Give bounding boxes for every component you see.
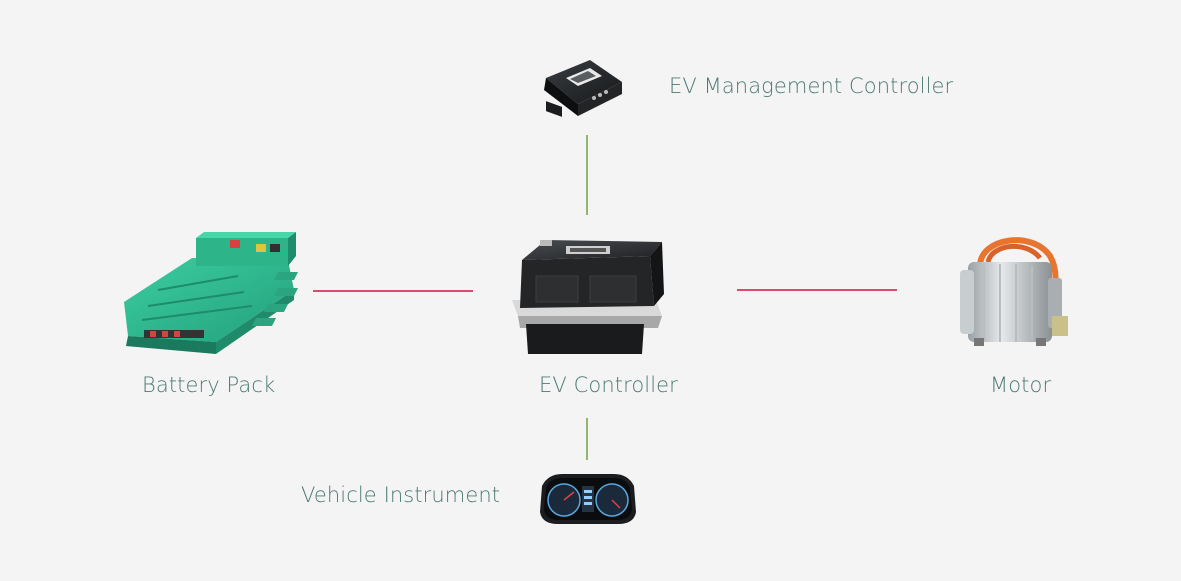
battery-pack-label: Battery Pack	[142, 373, 276, 397]
battery-pack-icon	[124, 232, 298, 354]
signal-link-instrument	[586, 418, 588, 460]
electric-motor-icon	[960, 237, 1068, 346]
signal-link-management	[586, 135, 588, 215]
ev-management-controller-label: EV Management Controller	[669, 74, 954, 98]
power-link-battery	[313, 290, 473, 292]
instrument-cluster-icon	[540, 474, 636, 524]
ecu-module-icon	[544, 60, 622, 117]
ev-controller-label: EV Controller	[539, 373, 678, 397]
motor-label: Motor	[990, 373, 1052, 397]
motor-controller-icon	[512, 240, 664, 354]
vehicle-instrument-label: Vehicle Instrument	[301, 483, 501, 507]
power-link-motor	[737, 289, 897, 291]
